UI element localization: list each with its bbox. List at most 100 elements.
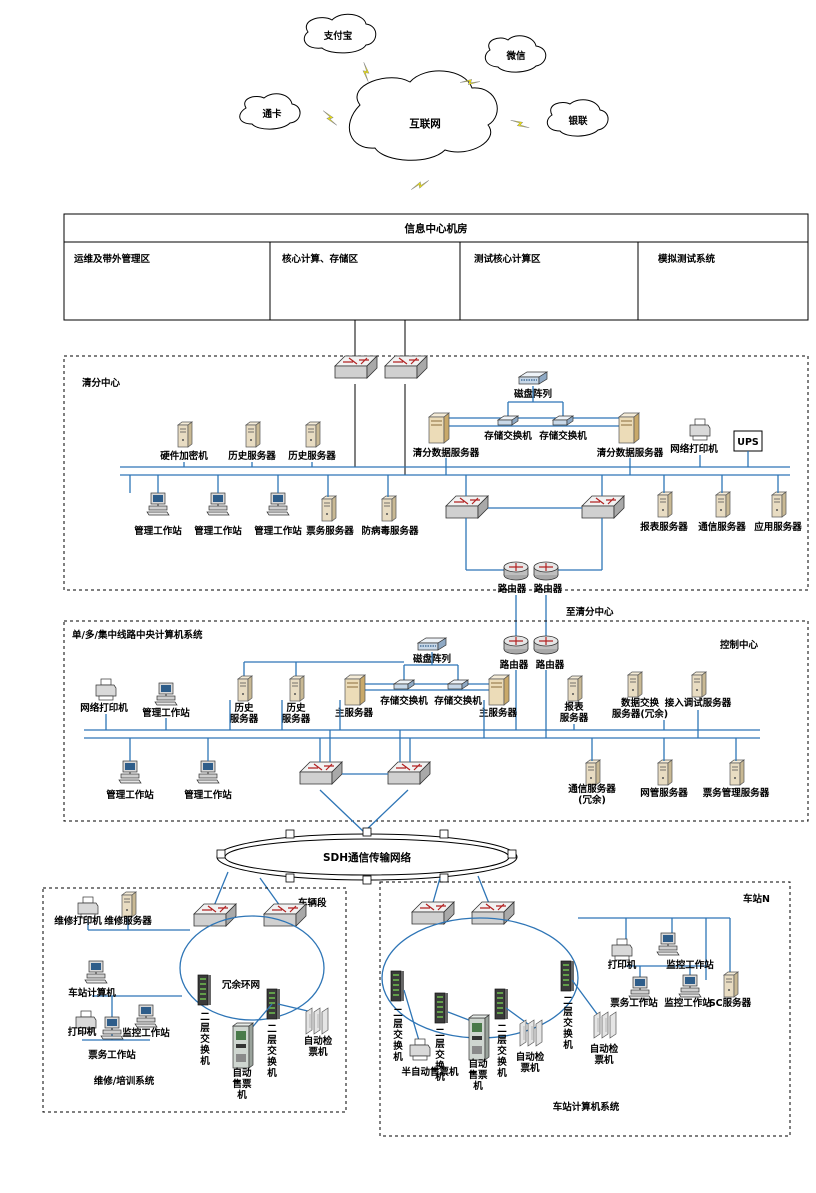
svg-text:交: 交 [267, 1045, 277, 1057]
clearing-ws-3-label: 管理工作站 [254, 525, 302, 537]
svg-text:层: 层 [497, 1035, 507, 1046]
alipay-label: 支付宝 [323, 30, 353, 42]
control-router-2-label: 路由器 [536, 659, 565, 671]
svg-text:交: 交 [497, 1045, 507, 1057]
svg-text:交: 交 [435, 1049, 445, 1061]
svg-text:机: 机 [267, 1067, 277, 1079]
svg-text:层: 层 [267, 1035, 277, 1046]
svg-text:机: 机 [393, 1051, 403, 1063]
control-router-1-label: 路由器 [500, 659, 529, 671]
svg-text:售票: 售票 [232, 1078, 252, 1090]
redundant-ring-label: 冗余环网 [221, 979, 260, 991]
net-printer-label: 网络打印机 [670, 443, 718, 455]
svg-text:换: 换 [393, 1040, 403, 1052]
depot-station-computer [84, 960, 108, 984]
svg-text:机: 机 [473, 1080, 483, 1092]
control-switch-1 [299, 761, 343, 785]
app-server-label: 应用服务器 [754, 521, 802, 533]
antivirus-server-label: 防病毒服务器 [361, 525, 419, 537]
control-storage-switch-1 [393, 679, 415, 690]
station-gate-2-label-b: 票机 [593, 1054, 614, 1066]
main-server-1 [344, 674, 366, 706]
svg-text:自动: 自动 [468, 1058, 488, 1070]
svg-text:自动: 自动 [232, 1067, 252, 1079]
clear-data-server-2 [618, 412, 640, 444]
control-storage-switch-2 [447, 679, 469, 690]
svg-text:换: 换 [267, 1056, 277, 1068]
tongka-label: 通卡 [262, 108, 282, 120]
clearing-center-frame [63, 355, 809, 591]
control-comm-server-label-b: (冗余) [578, 794, 606, 806]
svg-text:机: 机 [563, 1039, 573, 1051]
svg-text:交: 交 [563, 1017, 573, 1029]
control-center-frame [63, 620, 809, 822]
station-ticket-ws [628, 976, 652, 1000]
depot-l2-switch-1-label: 二 层 交 换 机 [200, 1012, 210, 1067]
sc-server-label: SC服务器 [709, 997, 752, 1009]
control-ws-top-label: 管理工作站 [142, 707, 190, 719]
svg-text:二: 二 [393, 1008, 403, 1019]
depot-tvm [232, 1022, 254, 1069]
control-hist-2-label-b: 服务器 [282, 713, 311, 725]
hw-encryptor-label: 硬件加密机 [160, 450, 208, 462]
station-gate-1-label-b: 票机 [519, 1062, 540, 1074]
core-switch-2 [384, 355, 428, 379]
station-l2-switch-4 [560, 960, 575, 992]
history-server-1 [245, 421, 261, 448]
ups-label: UPS [737, 437, 759, 448]
control-report-server-label-a: 报表 [564, 701, 584, 713]
nms-server [657, 759, 673, 786]
clearing-switch-1 [445, 495, 489, 519]
svg-text:二: 二 [200, 1012, 210, 1023]
svg-text:层: 层 [393, 1019, 403, 1030]
access-debug-server [691, 671, 707, 698]
svg-text:二: 二 [497, 1024, 507, 1035]
station-l2-switch-4-label: 二 层 交 换 机 [563, 996, 573, 1051]
clearing-switch-2 [581, 495, 625, 519]
semi-auto-tvm [409, 1038, 431, 1061]
ticket-mgmt-server-label: 票务管理服务器 [702, 787, 770, 799]
station-l2-switch-2 [434, 992, 449, 1024]
control-hist-2-label-a: 历史 [286, 702, 306, 714]
station-gate-1-label-a: 自动检 [516, 1051, 545, 1063]
station-printer [611, 938, 633, 961]
station-gate-1 [519, 1019, 543, 1047]
station-monitor-ws-1-label: 监控工作站 [666, 959, 714, 971]
report-server-label: 报表服务器 [640, 521, 688, 533]
depot-l2-switch-2-label: 二 层 交 换 机 [267, 1024, 277, 1079]
control-hist-1 [237, 675, 253, 702]
bolt-icon [510, 115, 530, 133]
alipay-cloud: 支付宝 [303, 13, 377, 54]
control-hist-1-label-a: 历史 [234, 702, 254, 714]
svg-text:机: 机 [435, 1071, 445, 1083]
internet-cloud: 互联网 [348, 70, 498, 161]
history-server-1-label: 历史服务器 [228, 450, 276, 462]
maint-server [121, 891, 137, 918]
storage-switch-1-label: 存储交换机 [483, 430, 532, 442]
wechat-cloud: 微信 [484, 35, 547, 73]
control-report-server [567, 675, 583, 702]
svg-text:机: 机 [237, 1089, 247, 1101]
svg-text:层: 层 [200, 1023, 210, 1034]
svg-text:售票: 售票 [468, 1069, 488, 1081]
comm-server [715, 491, 731, 518]
svg-text:二: 二 [267, 1024, 277, 1035]
control-net-printer-label: 网络打印机 [80, 702, 128, 714]
disk-array [518, 371, 548, 385]
antivirus-server [381, 495, 397, 522]
svg-text:换: 换 [200, 1044, 210, 1056]
control-net-printer [95, 678, 117, 701]
station-l2-switch-3-label: 二 层 交 换 机 [497, 1024, 507, 1079]
clearing-center-title: 清分中心 [82, 377, 121, 389]
control-router-2 [533, 635, 559, 655]
depot-gate [305, 1007, 329, 1035]
station-printer-label: 打印机 [608, 959, 637, 971]
control-switch-2 [387, 761, 431, 785]
station-l2-switch-2-label: 二 层 交 换 机 [435, 1028, 445, 1083]
clearing-router-1 [503, 561, 529, 581]
svg-text:二: 二 [435, 1028, 445, 1039]
svg-text:层: 层 [563, 1007, 573, 1018]
data-exchange-label-b: 服务器(冗余) [612, 708, 668, 720]
clearing-ws-1 [146, 492, 170, 516]
